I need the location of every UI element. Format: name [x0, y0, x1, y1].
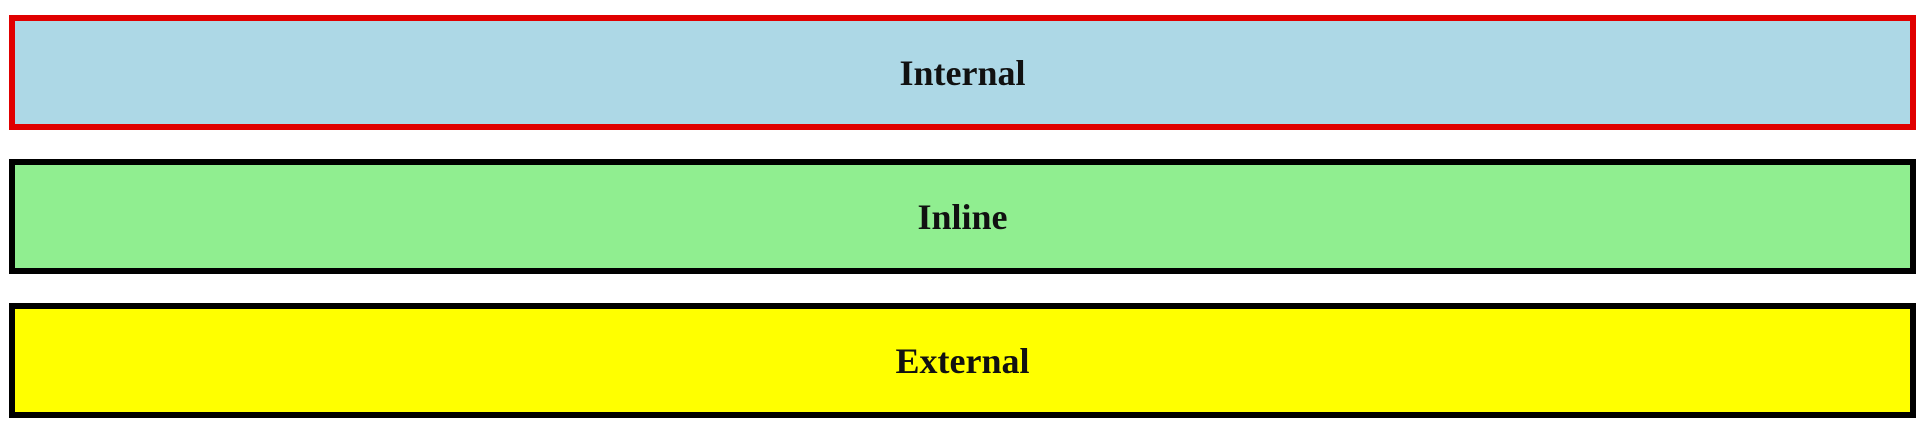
- external-style-heading: External: [895, 340, 1030, 381]
- inline-style-box: Inline: [9, 159, 1916, 274]
- inline-style-heading: Inline: [917, 196, 1008, 237]
- external-style-box: External: [9, 303, 1916, 418]
- internal-style-box: Internal: [9, 15, 1916, 130]
- internal-style-heading: Internal: [899, 52, 1026, 93]
